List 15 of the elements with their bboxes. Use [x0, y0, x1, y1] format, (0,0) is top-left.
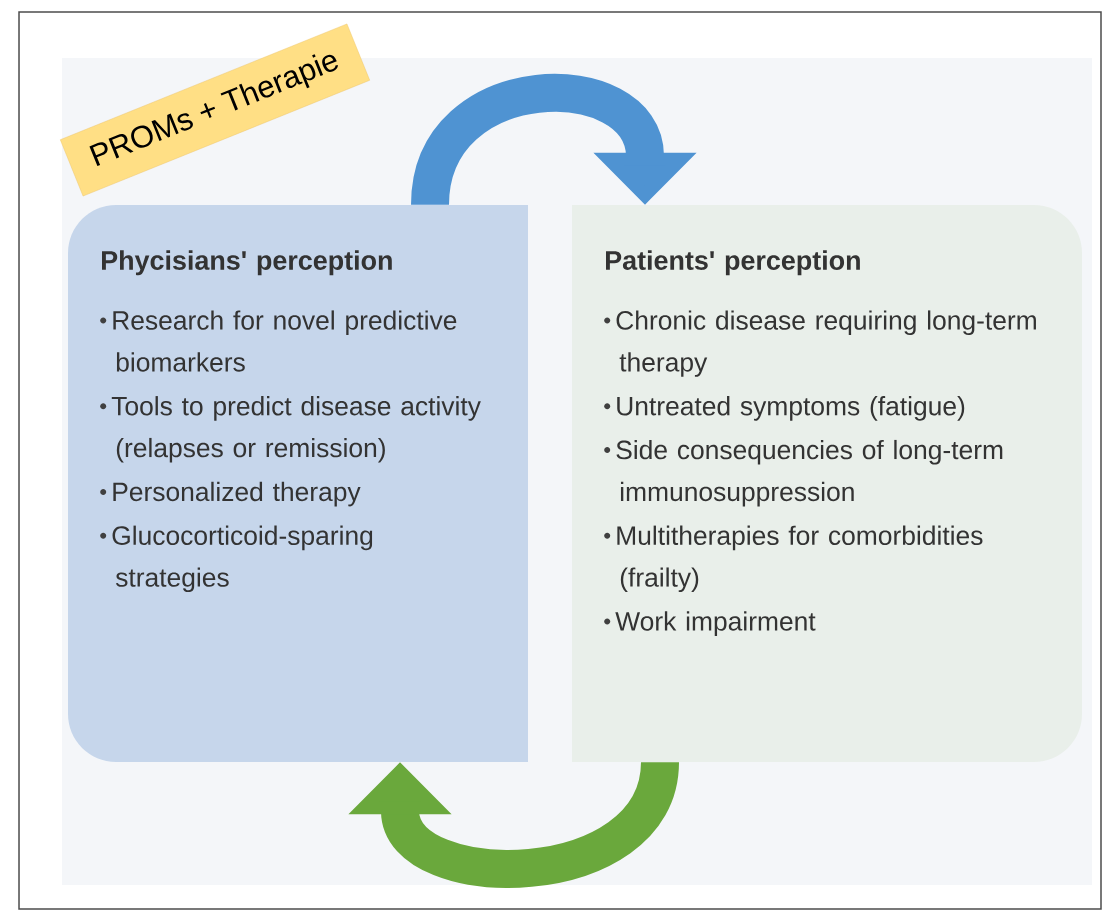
list-item: Work impairment [615, 611, 816, 636]
list-item: Untreated symptoms (fatigue) [617, 396, 965, 421]
list-item: Chronic disease requiring long-term therapy [616, 310, 1036, 377]
perception-panel [68, 205, 528, 762]
panel-heading: Phycisians' perception [102, 250, 392, 276]
list-item: Glucocorticoid-sparing strategies [112, 525, 373, 593]
list-item: Personalized therapy [113, 481, 361, 507]
list-item: Tools to predict disease activity (relapses or remission) [111, 396, 481, 463]
list-item: Side consequencies of long-term immunosuppression [616, 439, 1003, 507]
perception-panel [572, 205, 1082, 762]
panel-heading: Patients' perception [606, 250, 860, 276]
curved-arrow [411, 74, 697, 208]
curved-arrow [348, 759, 679, 888]
list-item: Multitherapies for comorbidities (frailty) [617, 525, 983, 593]
list-item: Research for novel predictive biomarkers [113, 310, 457, 372]
